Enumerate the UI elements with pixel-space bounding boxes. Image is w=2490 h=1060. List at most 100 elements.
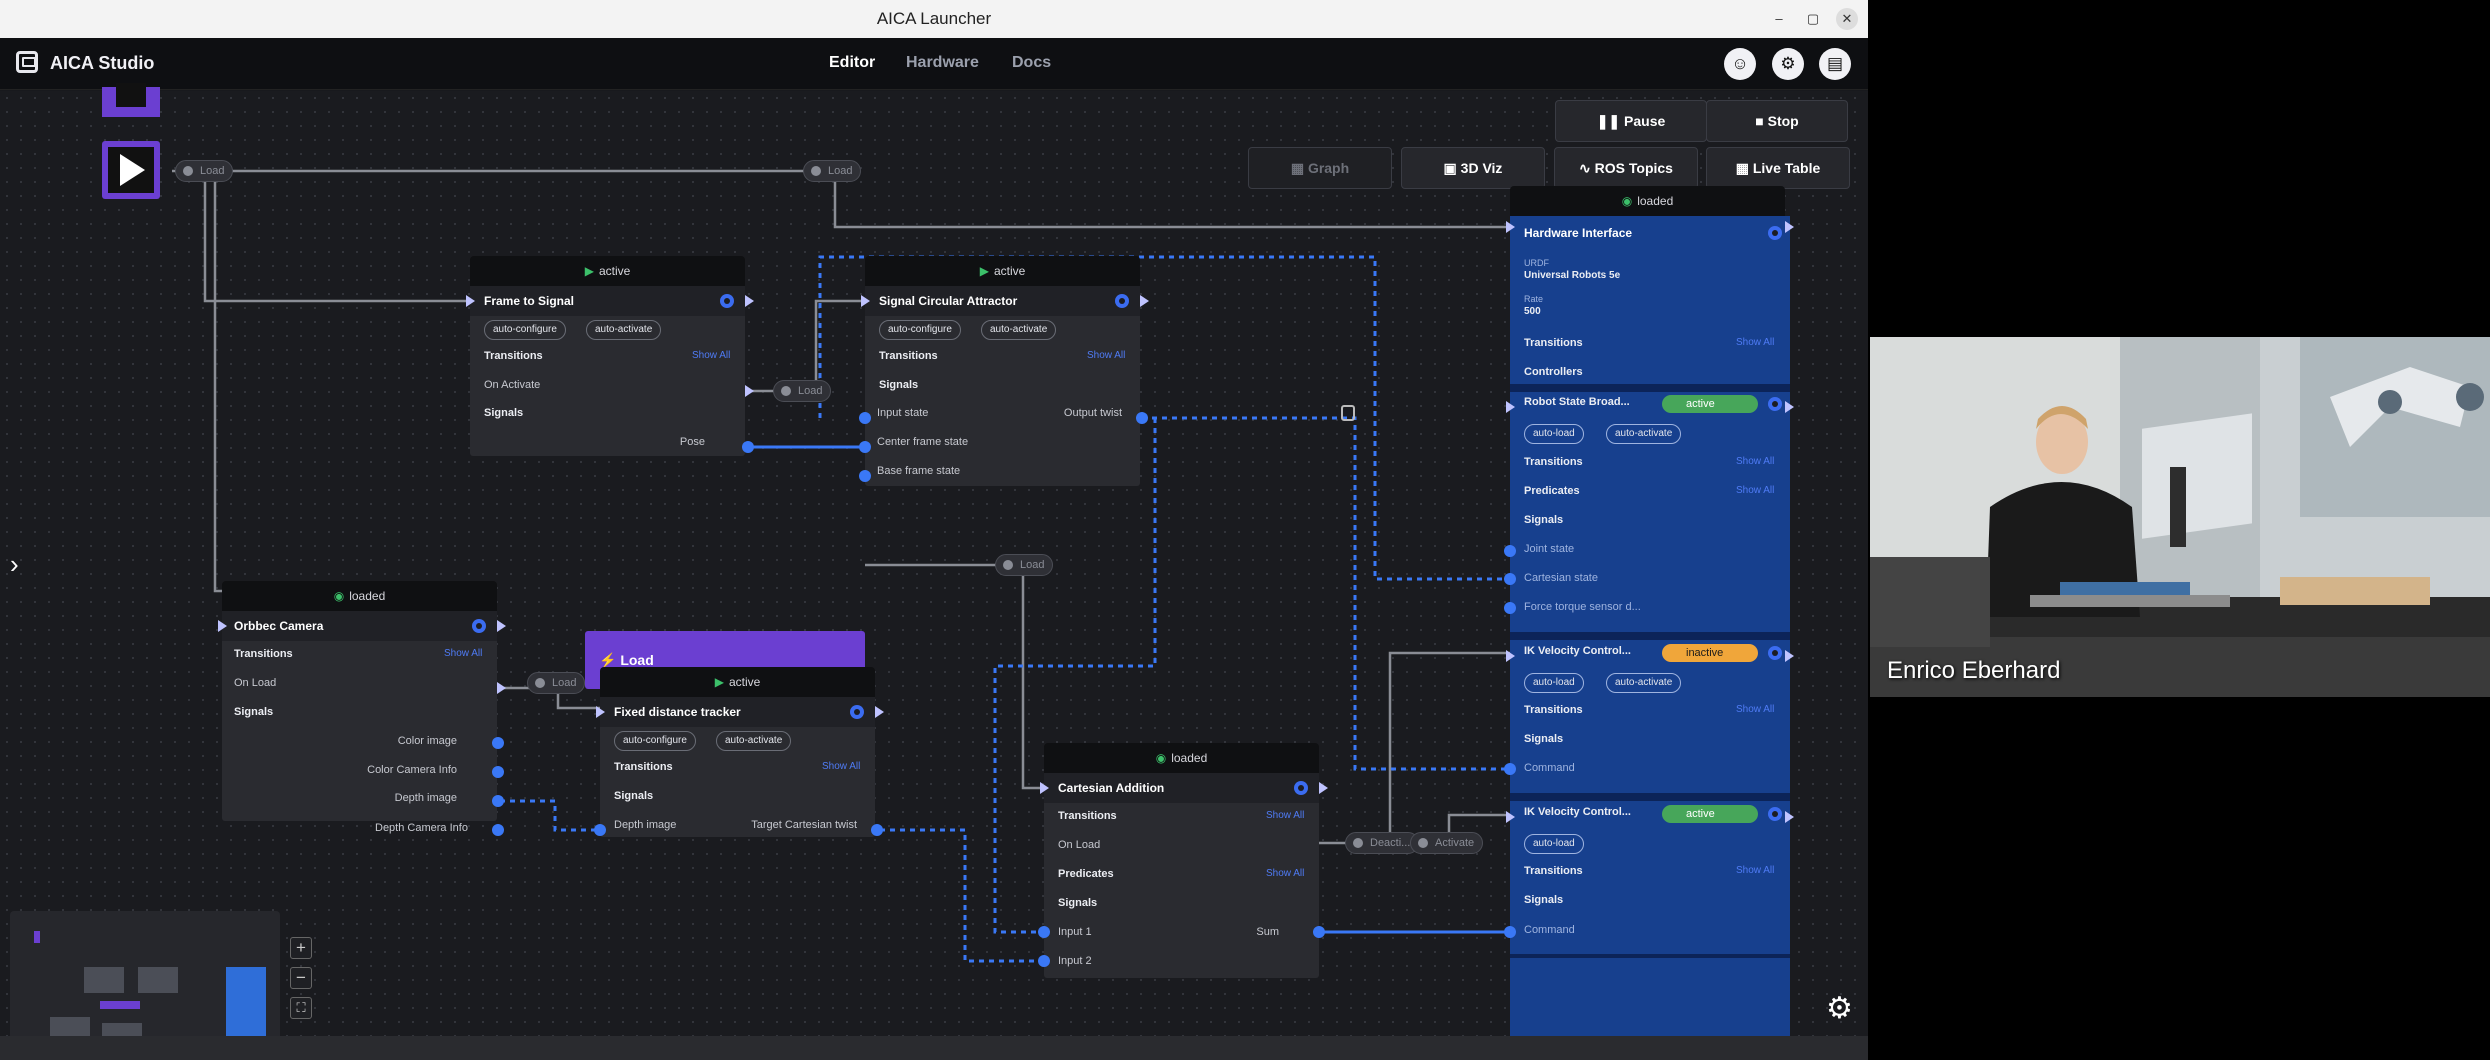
controller-output-arrow[interactable]	[1785, 650, 1794, 662]
cartesian-state-port[interactable]	[1504, 573, 1516, 585]
minimize-icon[interactable]: –	[1775, 11, 1783, 26]
live-table-button[interactable]: ▦ Live Table	[1706, 147, 1850, 189]
gear-icon[interactable]	[720, 294, 734, 308]
depth-image-input-port[interactable]	[594, 824, 606, 836]
lock-icon[interactable]	[1341, 405, 1355, 421]
controller-name: IK Velocity Control...	[1524, 806, 1631, 818]
node-output-arrow[interactable]	[745, 295, 754, 307]
node-output-arrow[interactable]	[1140, 295, 1149, 307]
show-all-link[interactable]: Show All	[692, 350, 731, 361]
zoom-in-button[interactable]: +	[290, 937, 312, 959]
chevron-right-icon[interactable]: ›	[10, 549, 19, 579]
controller-output-arrow[interactable]	[1785, 401, 1794, 413]
gear-icon[interactable]	[1768, 807, 1782, 821]
close-icon[interactable]: ✕	[1836, 8, 1858, 30]
command-port[interactable]	[1504, 926, 1516, 938]
transition-output-arrow[interactable]	[497, 682, 506, 694]
user-icon[interactable]: ☺	[1724, 48, 1756, 80]
show-all-link[interactable]: Show All	[1736, 337, 1775, 348]
gear-icon[interactable]	[472, 619, 486, 633]
show-all-link[interactable]: Show All	[1736, 485, 1775, 496]
node-input-arrow[interactable]	[1506, 221, 1515, 233]
show-all-link[interactable]: Show All	[444, 648, 483, 659]
show-all-link[interactable]: Show All	[1736, 865, 1775, 876]
node-output-arrow[interactable]	[497, 620, 506, 632]
show-all-link[interactable]: Show All	[1087, 350, 1126, 361]
node-output-arrow[interactable]	[875, 706, 884, 718]
show-all-link[interactable]: Show All	[1266, 868, 1305, 879]
input-state-port[interactable]	[859, 412, 871, 424]
color-camera-info-port[interactable]	[492, 766, 504, 778]
target-cartesian-twist-port[interactable]	[871, 824, 883, 836]
transitions-label: Transitions	[1524, 704, 1583, 716]
controller-input-arrow[interactable]	[1506, 401, 1515, 413]
node-hardware-interface[interactable]: Hardware Interface URDF Universal Robots…	[1510, 216, 1790, 1054]
stop-button[interactable]: ■ Stop	[1706, 100, 1848, 142]
color-image-port[interactable]	[492, 737, 504, 749]
joint-state-port[interactable]	[1504, 545, 1516, 557]
load-condition[interactable]: Load	[803, 160, 862, 182]
node-output-arrow[interactable]	[1319, 782, 1328, 794]
nav-hardware[interactable]: Hardware	[906, 54, 979, 71]
nav-docs[interactable]: Docs	[1012, 54, 1052, 71]
settings-gear-icon[interactable]: ⚙	[1826, 992, 1853, 1025]
graph-button[interactable]: ▦ Graph	[1248, 147, 1392, 189]
ros-topics-button[interactable]: ∿ ROS Topics	[1554, 147, 1698, 189]
node-input-arrow[interactable]	[861, 295, 870, 307]
node-input-arrow[interactable]	[466, 295, 475, 307]
node-orbbec-camera[interactable]: ◉loaded Orbbec Camera Transitions Show A…	[222, 581, 497, 821]
nav-editor[interactable]: Editor	[829, 54, 876, 71]
force-torque-port[interactable]	[1504, 602, 1516, 614]
settings-icon[interactable]: ⚙	[1772, 48, 1804, 80]
show-all-link[interactable]: Show All	[822, 761, 861, 772]
gear-icon[interactable]	[1768, 397, 1782, 411]
show-all-link[interactable]: Show All	[1736, 704, 1775, 715]
gear-icon[interactable]	[1768, 646, 1782, 660]
node-signal-circular-attractor[interactable]: ▶active Signal Circular Attractor auto-c…	[865, 256, 1140, 486]
pose-output-port[interactable]	[742, 441, 754, 453]
document-icon[interactable]: ▤	[1819, 48, 1851, 80]
node-output-arrow[interactable]	[1785, 221, 1794, 233]
depth-image-port[interactable]	[492, 795, 504, 807]
activate-condition[interactable]: Activate	[1410, 832, 1484, 854]
controller-input-arrow[interactable]	[1506, 811, 1515, 823]
input-1-port[interactable]	[1038, 926, 1050, 938]
output-twist-port[interactable]	[1136, 412, 1148, 424]
controller-input-arrow[interactable]	[1506, 650, 1515, 662]
depth-camera-info-port[interactable]	[492, 824, 504, 836]
pause-button[interactable]: ❚❚ Pause	[1555, 100, 1707, 142]
graph-canvas[interactable]: Load Load Load Load Load Deacti... Activ…	[0, 83, 1868, 1060]
gear-icon[interactable]	[1768, 226, 1782, 240]
load-condition[interactable]: Load	[773, 380, 832, 402]
purple-block-partial[interactable]	[102, 83, 160, 117]
load-condition[interactable]: Load	[175, 160, 234, 182]
show-all-link[interactable]: Show All	[1736, 456, 1775, 467]
node-frame-to-signal[interactable]: ▶active Frame to Signal auto-configure a…	[470, 256, 745, 456]
node-input-arrow[interactable]	[218, 620, 227, 632]
load-condition[interactable]: Load	[527, 672, 586, 694]
show-all-link[interactable]: Show All	[1266, 810, 1305, 821]
3d-viz-button[interactable]: ▣ 3D Viz	[1401, 147, 1545, 189]
signals-label: Signals	[234, 706, 274, 718]
node-fixed-distance-tracker[interactable]: ▶active Fixed distance tracker auto-conf…	[600, 667, 875, 837]
node-cartesian-addition[interactable]: ◉loaded Cartesian Addition Transitions S…	[1044, 743, 1319, 978]
controller-output-arrow[interactable]	[1785, 811, 1794, 823]
maximize-icon[interactable]: ▢	[1806, 11, 1820, 26]
gear-icon[interactable]	[850, 705, 864, 719]
fit-view-button[interactable]: ⛶	[290, 997, 312, 1019]
gear-icon[interactable]	[1115, 294, 1129, 308]
zoom-out-button[interactable]: −	[290, 967, 312, 989]
input-2-port[interactable]	[1038, 955, 1050, 967]
transition-output-arrow[interactable]	[745, 385, 754, 397]
cartesian-state-label: Cartesian state	[1524, 572, 1598, 584]
center-frame-state-port[interactable]	[859, 441, 871, 453]
load-condition[interactable]: Load	[995, 554, 1054, 576]
sum-output-port[interactable]	[1313, 926, 1325, 938]
play-block[interactable]	[102, 141, 160, 199]
node-input-arrow[interactable]	[1040, 782, 1049, 794]
command-port[interactable]	[1504, 763, 1516, 775]
deactivate-condition[interactable]: Deacti...	[1345, 832, 1420, 854]
node-input-arrow[interactable]	[596, 706, 605, 718]
base-frame-state-port[interactable]	[859, 470, 871, 482]
gear-icon[interactable]	[1294, 781, 1308, 795]
